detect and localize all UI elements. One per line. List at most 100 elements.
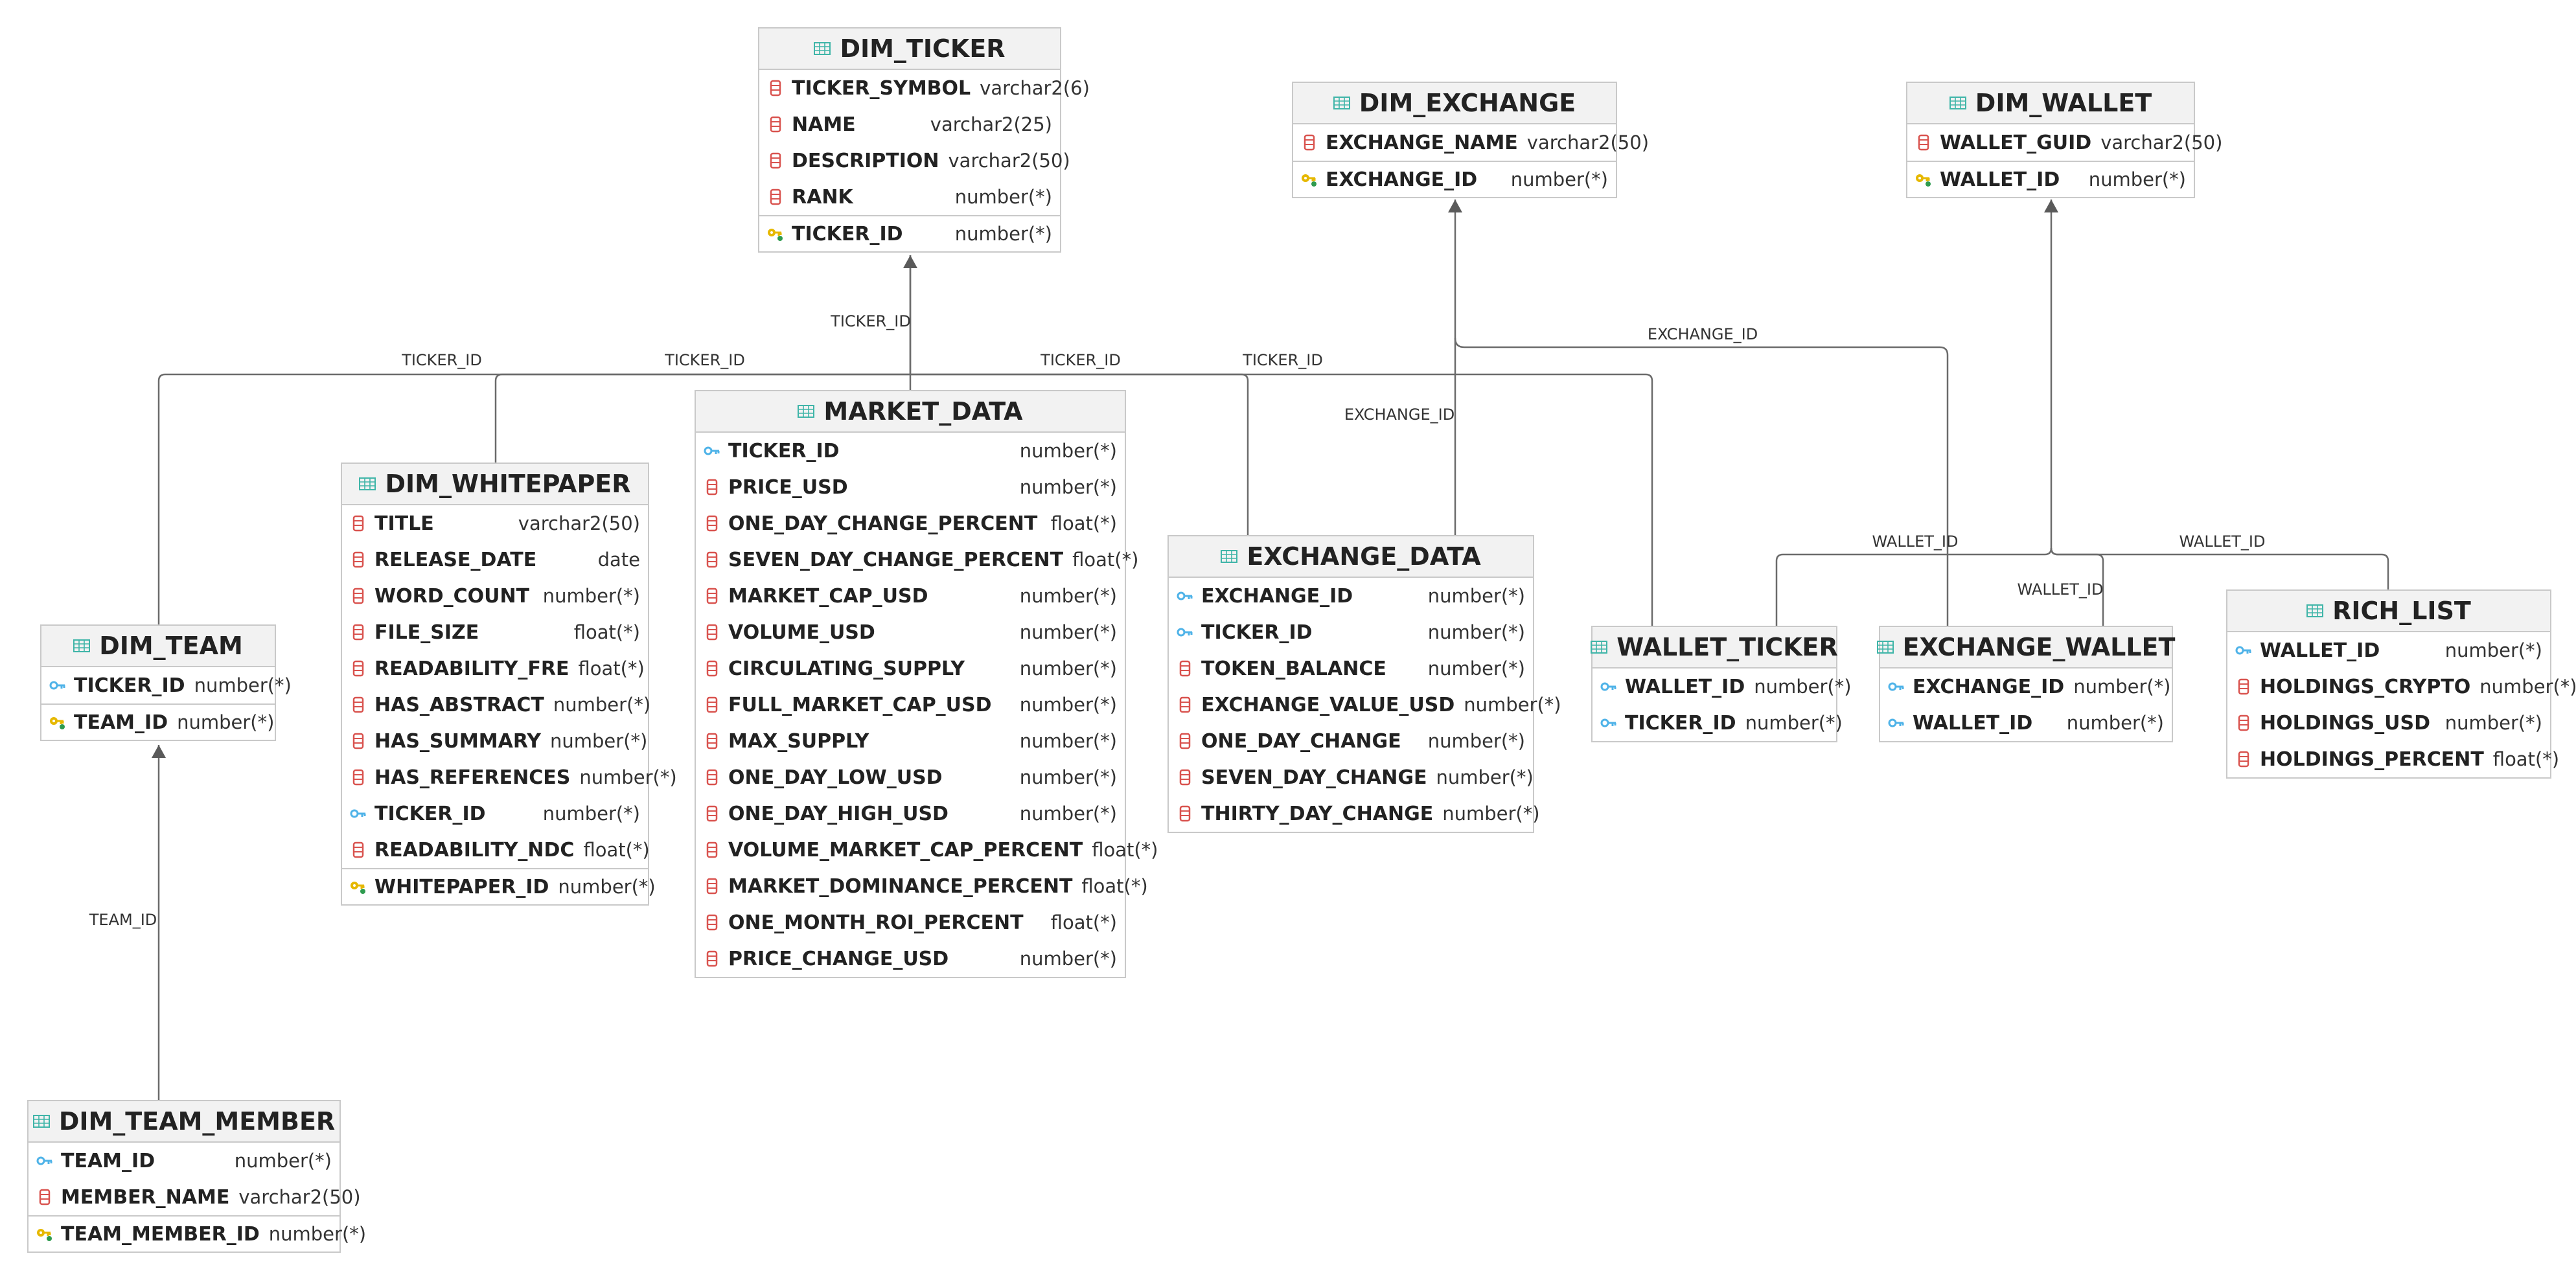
column-row[interactable]: TEAM_ID number(*) [29, 1143, 339, 1179]
entity-header[interactable]: DIM_TEAM [41, 626, 275, 667]
entity-title: EXCHANGE_DATA [1247, 542, 1481, 571]
column-name: TEAM_ID [61, 1149, 155, 1172]
column-left: READABILITY_NDC [350, 839, 574, 862]
entity-header[interactable]: DIM_WHITEPAPER [342, 464, 648, 505]
relationship-line-wallet-ticker-to-dim-ticker[interactable] [910, 373, 1653, 626]
column-name: WHITEPAPER_ID [374, 875, 549, 898]
relationship-line-wallet-ticker-to-dim-wallet[interactable] [1775, 200, 2053, 626]
entity-header[interactable]: EXCHANGE_WALLET [1876, 627, 2175, 669]
entity-header[interactable]: DIM_TEAM_MEMBER [29, 1101, 339, 1143]
column-name: READABILITY_NDC [374, 838, 575, 862]
column-type: number(*) [1427, 657, 1525, 680]
column-icon [2235, 678, 2252, 695]
entity-header[interactable]: DIM_TICKER [759, 29, 1060, 70]
column-left: TICKER_ID [704, 440, 840, 463]
column-name: TICKER_SYMBOL [792, 76, 971, 100]
column-name: NAME [792, 113, 856, 136]
column-name: HOLDINGS_CRYPTO [2260, 675, 2471, 698]
entity-header[interactable]: DIM_WALLET [1907, 83, 2194, 124]
relationship-line-exchange-wallet-to-dim-exchange[interactable] [1454, 337, 1949, 626]
relationship-line-dim-whitepaper-to-dim-ticker[interactable] [494, 373, 910, 463]
entity-header[interactable]: DIM_EXCHANGE [1293, 83, 1616, 124]
entity-header[interactable]: MARKET_DATA [696, 391, 1125, 433]
column-name: HAS_SUMMARY [374, 729, 542, 753]
entity-header[interactable]: WALLET_TICKER [1591, 627, 1838, 669]
column-left: VOLUME_MARKET_CAP_PERCENT [704, 839, 1083, 862]
entity-header[interactable]: RICH_LIST [2227, 591, 2550, 632]
column-name: EXCHANGE_NAME [1326, 131, 1518, 154]
entity-header[interactable]: EXCHANGE_DATA [1169, 536, 1533, 578]
column-left: MEMBER_NAME [36, 1186, 229, 1209]
column-type: number(*) [234, 1150, 332, 1172]
relationship-line-rich-list-to-dim-wallet[interactable] [2050, 547, 2389, 589]
relationship-line-dim-team-to-dim-ticker[interactable] [157, 255, 912, 626]
column-icon [1301, 134, 1318, 151]
